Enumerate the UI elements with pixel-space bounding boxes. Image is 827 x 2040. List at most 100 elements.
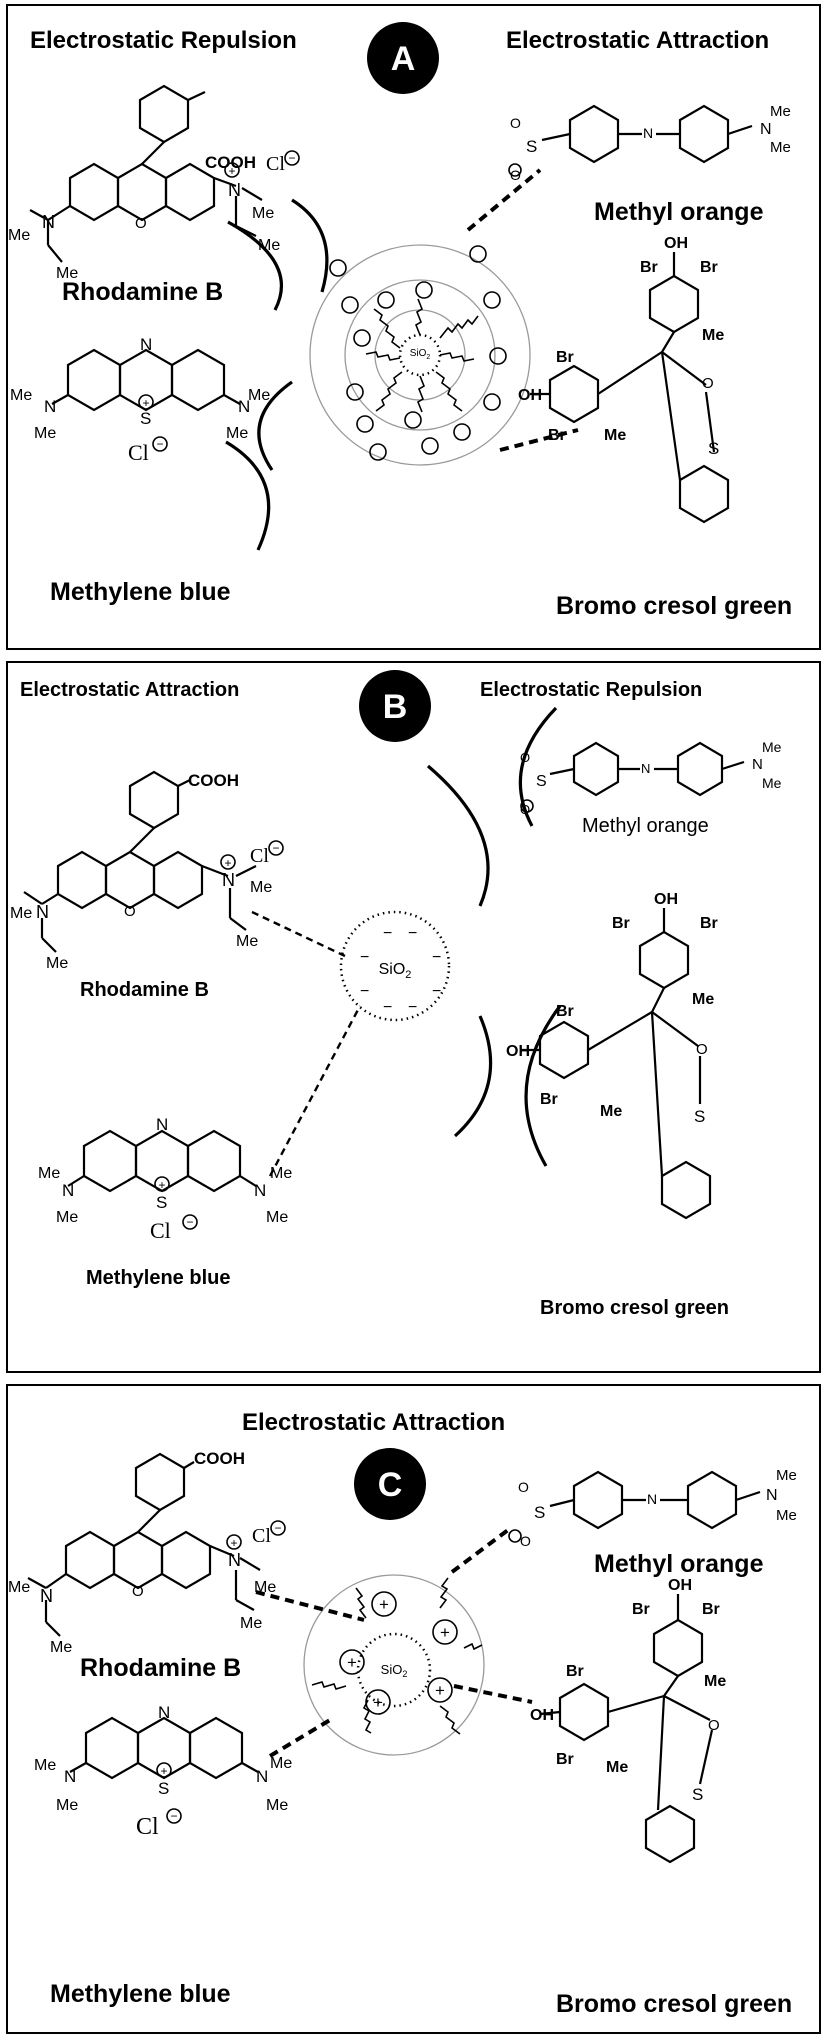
panel-b-methyl-orange-structure [549,741,745,797]
panel-b-bcg-o: O [696,1041,708,1058]
panel-a-rhodamine-label: Rhodamine B [62,278,223,306]
panel-c-methyl-orange-label: Methyl orange [594,1550,764,1578]
panel-a-bcg-br-1: Br [640,259,658,276]
panel-b-methylene-s: S [156,1193,167,1212]
panel-c-rhodamine-o: O [132,1583,144,1600]
panel-b-badge-label: B [383,688,408,726]
panel-c-bcg-br-1: Br [632,1601,650,1618]
panel-a-rhodamine-me-2: Me [56,265,78,282]
panel-b-rhodamine-cl: Cl [250,845,269,867]
panel-b-rhodamine-minus-icon [268,840,284,856]
panel-a-badge [367,22,439,94]
panel-a-bcg-br-2: Br [700,259,718,276]
panel-a-attraction-line-mo [466,168,542,232]
panel-c-rhodamine-plus-icon [226,1534,242,1550]
panel-a-mo-minus-icon [508,163,522,177]
panel-c-rhodamine-me-1: Me [8,1579,30,1596]
panel-b-rhodamine-structure [23,770,257,953]
panel-b-mo-s: S [536,773,547,790]
panel-b-bromocresol-structure [520,908,712,1220]
panel-a-rhodamine-o: O [135,215,147,232]
panel-a-methylene-n: N [140,335,152,354]
panel-c-mo-o1: O [518,1479,529,1495]
panel-b-repulsion-arc-2 [453,1015,493,1138]
panel-a-rhodamine-plus-icon [224,162,240,178]
panel-c-attraction-line-mo [450,1528,510,1574]
panel-a-repulsion-arc-1 [227,220,284,311]
panel-a-rhodamine-minus-icon [284,150,300,166]
panel-a [6,4,821,650]
panel-b-rhodamine-label: Rhodamine B [80,979,209,1001]
panel-c-bcg-br-4: Br [556,1751,574,1768]
panel-c-badge [354,1448,426,1520]
panel-c-bcg-o: O [708,1717,720,1734]
panel-c-drawing: Electrostatic Attraction C COOH O N Me M… [8,1409,797,2018]
panel-b-mo-o1: O [520,750,530,765]
panel-a-mo-o2: O [510,167,521,183]
panel-b-methylene-n-left: N [62,1181,74,1200]
panel-a-methylene-label: Methylene blue [50,578,231,606]
panel-a-mo-me-1: Me [770,103,791,120]
panel-b-methylene-me-4: Me [266,1209,288,1226]
panel-b-rhodamine-o: O [124,903,136,920]
panel-a-methylene-n-left: N [44,397,56,416]
svg-text:−: − [360,949,369,966]
panel-b-methylene-structure [67,1129,257,1193]
panel-b-methylene-me-1: Me [38,1165,60,1182]
panel-c [6,1384,821,2034]
panel-c-methylene-label: Methylene blue [50,1980,231,2008]
panel-b-bcg-s: S [694,1107,705,1126]
panel-c-attraction-line-mb [268,1718,332,1758]
panel-c-rhodamine-label: Rhodamine B [80,1654,241,1682]
panel-a-attraction-line-bcg [499,428,579,452]
svg-text:−: − [408,925,417,942]
panel-c-mo-n2: N [766,1487,778,1504]
panel-a-rhodamine-me-3: Me [252,205,274,222]
panel-a-left-title: Electrostatic Repulsion [30,27,297,54]
panel-c-methyl-orange-structure [549,1470,761,1530]
panel-a-bromocresol-label: Bromo cresol green [556,592,792,620]
panel-a-bcg-br-4: Br [548,427,566,444]
svg-text:−: − [432,949,441,966]
svg-text:+: + [435,1681,445,1700]
svg-text:−: − [383,999,392,1016]
panel-c-cooh-label: COOH [194,1449,245,1468]
panel-a-methylene-cl: Cl [128,440,149,465]
panel-a-bcg-oh-left: OH [518,387,542,404]
panel-b-methylene-me-2: Me [56,1209,78,1226]
panel-b-core-charges: −− −− −− −− [360,925,441,1016]
panel-a-mo-n2: N [760,121,772,138]
panel-b-methylene-cl: Cl [150,1218,171,1243]
svg-text:−: − [156,437,163,451]
panel-c-rhodamine-me-2: Me [50,1639,72,1656]
panel-c-methylene-n: N [158,1703,170,1722]
svg-text:+: + [142,396,149,410]
panel-a-bromocresol-structure [530,252,730,524]
panel-b-core-label: SiO2 [379,961,412,981]
panel-a-mo-s: S [526,137,537,156]
panel-a-methylene-minus-icon [152,436,168,452]
panel-b-mo-me-2: Me [762,775,782,791]
panel-c-rhodamine-structure [27,1452,261,1637]
panel-b-rhodamine-me-1: Me [10,905,32,922]
panel-a-rhodamine-cl: Cl [266,153,285,175]
panel-b-mo-minus-icon [520,799,534,813]
panel-c-methylene-n-right: N [256,1767,268,1786]
panel-c-bcg-me-2: Me [606,1759,628,1776]
panel-c-rhodamine-me-4: Me [240,1615,262,1632]
panel-b-methylene-plus-icon [154,1176,170,1192]
panel-c-bcg-br-3: Br [566,1663,584,1680]
panel-b-bcg-br-1: Br [612,915,630,932]
svg-text:+: + [440,1623,450,1642]
panel-b-rhodamine-me-2: Me [46,955,68,972]
panel-b-methyl-orange-label: Methyl orange [582,815,709,837]
svg-text:−: − [274,1521,281,1535]
panel-b [6,661,821,1373]
panel-b-badge [359,670,431,742]
panel-a-repulsion-arc-4 [225,440,271,551]
panel-b-cooh-label: COOH [188,771,239,790]
panel-b-drawing: Electrostatic Attraction Electrostatic R… [10,670,782,1319]
svg-text:+: + [158,1178,165,1192]
panel-c-rhodamine-cl: Cl [252,1525,271,1547]
panel-b-mo-o2: O [520,802,530,817]
